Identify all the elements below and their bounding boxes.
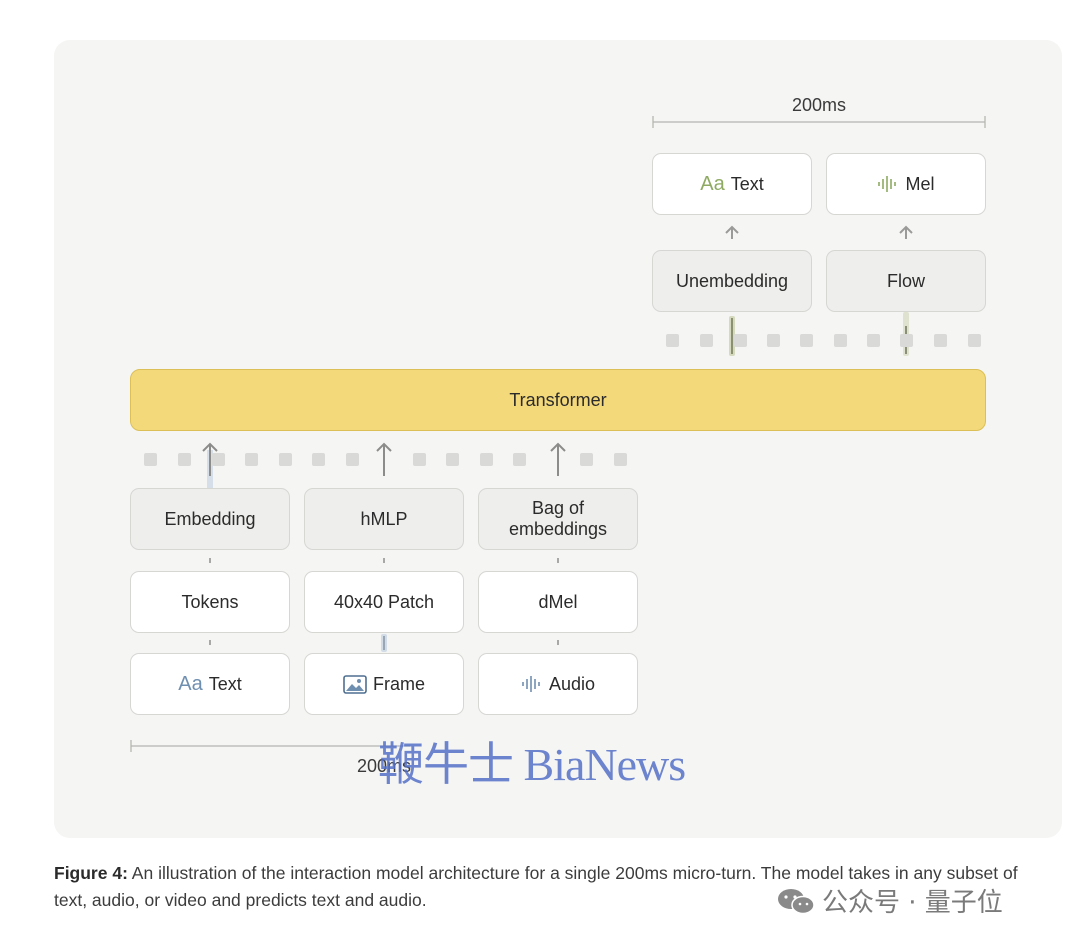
output-mel-label: Mel bbox=[905, 173, 935, 194]
token bbox=[834, 334, 847, 347]
transformer-block: Transformer bbox=[130, 369, 986, 431]
brand-tag: 公众号 · 量子位 bbox=[776, 882, 1003, 919]
caption-text: An illustration of the interaction model… bbox=[54, 863, 1018, 910]
text-icon: Aa bbox=[178, 672, 203, 695]
waveform-icon bbox=[522, 676, 540, 692]
embedding-box: Embedding bbox=[130, 488, 290, 550]
image-icon bbox=[343, 674, 367, 694]
patch-box: 40x40 Patch bbox=[304, 571, 464, 633]
waveform-icon bbox=[878, 176, 897, 192]
token bbox=[968, 334, 981, 347]
input-frame-box: Frame bbox=[304, 653, 464, 715]
input-duration-label: 200ms bbox=[356, 756, 412, 776]
token bbox=[245, 453, 258, 466]
brand-text: 公众号 · 量子位 bbox=[822, 888, 1003, 918]
output-text-label: Text bbox=[730, 173, 764, 194]
text-icon: Aa bbox=[700, 172, 725, 195]
token bbox=[767, 334, 780, 347]
token bbox=[312, 453, 325, 466]
unembedding-box: Unembedding bbox=[652, 250, 812, 312]
input-audio-label: Audio bbox=[548, 673, 596, 694]
arrow-up-icon bbox=[725, 225, 913, 239]
input-audio-box: Audio bbox=[478, 653, 638, 715]
input-frame-label: Frame bbox=[372, 673, 425, 694]
input-text-label: Text bbox=[208, 673, 242, 694]
wechat-icon bbox=[778, 888, 815, 914]
figure-caption: Figure 4: An illustration of the interac… bbox=[54, 860, 1054, 914]
token bbox=[900, 334, 913, 347]
token bbox=[734, 334, 747, 347]
bag-of-embeddings-box: Bag of embeddings bbox=[478, 488, 638, 550]
token bbox=[934, 334, 947, 347]
output-duration-label: 200ms bbox=[791, 95, 847, 115]
output-mel-box: Mel bbox=[826, 153, 986, 215]
dmel-box: dMel bbox=[478, 571, 638, 633]
hmlp-box: hMLP bbox=[304, 488, 464, 550]
token bbox=[800, 334, 813, 347]
token bbox=[580, 453, 593, 466]
token bbox=[513, 453, 526, 466]
token bbox=[178, 453, 191, 466]
token bbox=[413, 453, 426, 466]
flow-box: Flow bbox=[826, 250, 986, 312]
tokens-box: Tokens bbox=[130, 571, 290, 633]
arrow-up-icon bbox=[202, 442, 566, 488]
token bbox=[867, 334, 880, 347]
token bbox=[446, 453, 459, 466]
token bbox=[614, 453, 627, 466]
figure-label: Figure 4: bbox=[54, 863, 128, 883]
token bbox=[480, 453, 493, 466]
token bbox=[144, 453, 157, 466]
token bbox=[279, 453, 292, 466]
token bbox=[346, 453, 359, 466]
token bbox=[212, 453, 225, 466]
token bbox=[700, 334, 713, 347]
token bbox=[666, 334, 679, 347]
watermark: 鞭牛士 BiaNews bbox=[378, 739, 686, 790]
